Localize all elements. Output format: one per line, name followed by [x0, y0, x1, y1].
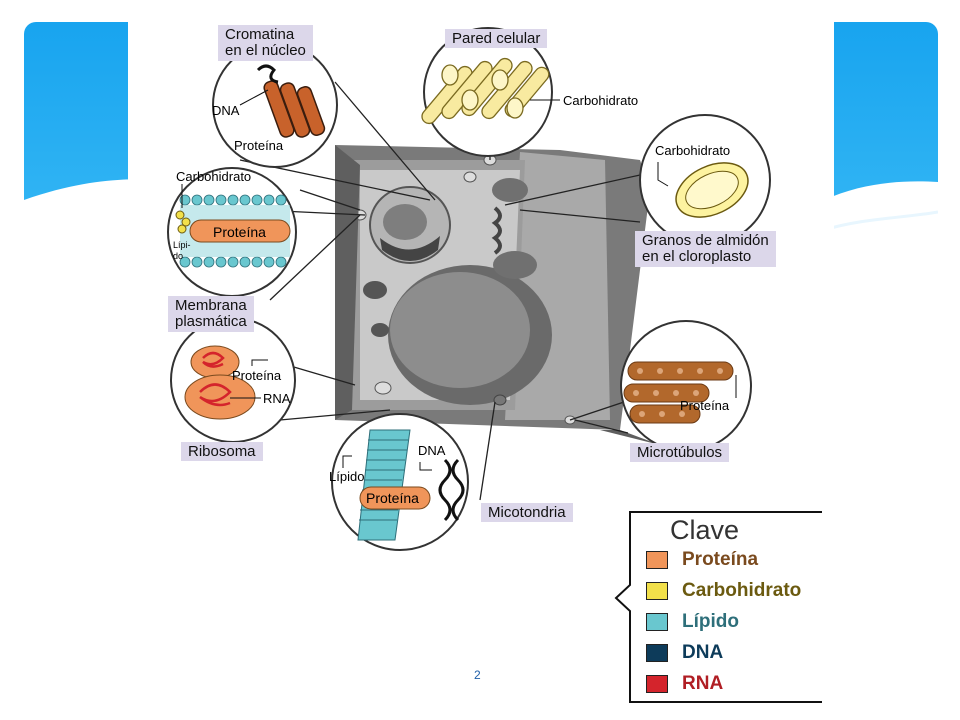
legend-item: Lípido: [646, 611, 739, 633]
label-microtubules: Microtúbulos: [630, 443, 730, 462]
legend-swatch: [646, 551, 668, 569]
ribosome-protein-label: Proteína: [232, 368, 282, 383]
wall-carbohydrate-label: Carbohidrato: [563, 93, 638, 108]
inset-microtubules: Proteína: [620, 320, 752, 452]
starch-carbohydrate-label: Carbohidrato: [655, 143, 730, 158]
legend-item: Carbohidrato: [646, 580, 801, 602]
inset-plasma-membrane: Proteína Carbohidrato Lípi- do: [167, 167, 297, 297]
mito-dna-label: DNA: [418, 443, 446, 458]
mito-lipid-label: Lípido: [329, 469, 364, 484]
label-cell-wall: Pared celular: [445, 29, 548, 48]
legend-title: Clave: [670, 515, 740, 545]
inset-chromatin: DNA Proteína: [212, 42, 338, 168]
legend-swatch: [646, 644, 668, 662]
legend-label: Lípido: [682, 611, 739, 632]
chromatin-dna-label: DNA: [212, 103, 240, 118]
legend-label: Proteína: [682, 549, 759, 570]
legend-item: Proteína: [646, 549, 758, 571]
label-chromatin: Cromatina en el núcleo: [218, 25, 313, 61]
legend-bracket: [614, 511, 822, 703]
membrane-lipid-label-2: do: [173, 251, 183, 261]
membrane-protein-label: Proteína: [213, 224, 266, 240]
legend-swatch: [646, 613, 668, 631]
mito-protein-label: Proteína: [366, 490, 419, 506]
micro-protein-label: Proteína: [680, 398, 730, 413]
membrane-carbohydrate-label: Carbohidrato: [176, 169, 251, 184]
legend-label: DNA: [682, 642, 724, 663]
label-mitochondria: Micotondria: [481, 503, 573, 522]
legend-swatch: [646, 675, 668, 693]
chromatin-protein-label: Proteína: [234, 138, 284, 153]
legend-label: Carbohidrato: [682, 580, 802, 601]
label-plasma-membrane: Membrana plasmática: [168, 296, 254, 332]
ribosome-rna-label: RNA: [263, 391, 291, 406]
label-starch-grains: Granos de almidón en el cloroplasto: [635, 231, 776, 267]
page-number: 2: [474, 668, 481, 682]
inset-ribosome: Proteína RNA: [170, 317, 296, 443]
inset-mitochondria: Proteína DNA Lípido: [329, 413, 469, 551]
legend-label: RNA: [682, 673, 724, 694]
label-ribosome: Ribosoma: [181, 442, 263, 461]
legend-item: RNA: [646, 673, 723, 695]
inset-starch: Carbohidrato: [639, 114, 771, 246]
inset-cell-wall: Carbohidrato: [421, 27, 638, 157]
plant-cell: [335, 145, 660, 445]
legend-item: DNA: [646, 642, 723, 664]
legend-swatch: [646, 582, 668, 600]
membrane-lipid-label-1: Lípi-: [173, 240, 191, 250]
